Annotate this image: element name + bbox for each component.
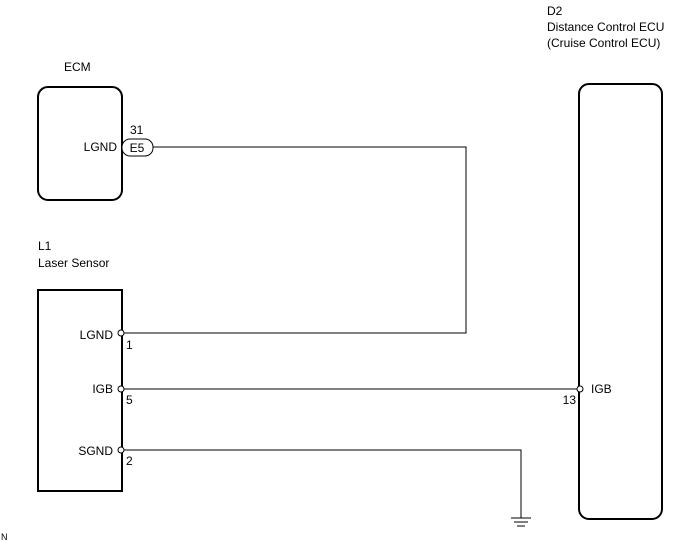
ecm-pin-number: 31 [130, 123, 144, 137]
laser-sensor-pin-label-lgnd: LGND [80, 328, 114, 342]
ecm-title: ECM [64, 60, 91, 74]
laser-sensor-pin-number-5: 5 [126, 393, 133, 407]
ecm-connector-label: E5 [130, 141, 145, 155]
laser-sensor-pin-label-igb: IGB [92, 382, 113, 396]
corner-mark: N [1, 532, 8, 541]
laser-sensor-code: L1 [38, 239, 52, 253]
distance-ecu-pin-number: 13 [563, 393, 577, 407]
laser-sensor-terminal-2 [117, 446, 125, 454]
distance-ecu-name: Distance Control ECU [547, 20, 664, 34]
laser-sensor-pin-number-1: 1 [126, 338, 133, 352]
laser-sensor-pin-label-sgnd: SGND [78, 444, 113, 458]
distance-ecu-terminal-13 [576, 385, 584, 393]
ecm-box [37, 86, 123, 201]
wire-sgnd [123, 449, 522, 518]
laser-sensor-terminal-5 [117, 385, 125, 393]
distance-ecu-code: D2 [547, 4, 563, 18]
laser-sensor-pin-number-2: 2 [126, 454, 133, 468]
distance-ecu-pin-label: IGB [591, 382, 612, 396]
ecm-pin-label: LGND [84, 140, 118, 154]
wire-lgnd [123, 146, 467, 334]
distance-ecu-box [578, 83, 663, 520]
ground-icon [511, 517, 531, 527]
laser-sensor-box [37, 289, 123, 492]
distance-ecu-subname: (Cruise Control ECU) [547, 36, 660, 50]
laser-sensor-terminal-1 [117, 329, 125, 337]
laser-sensor-name: Laser Sensor [38, 256, 109, 270]
